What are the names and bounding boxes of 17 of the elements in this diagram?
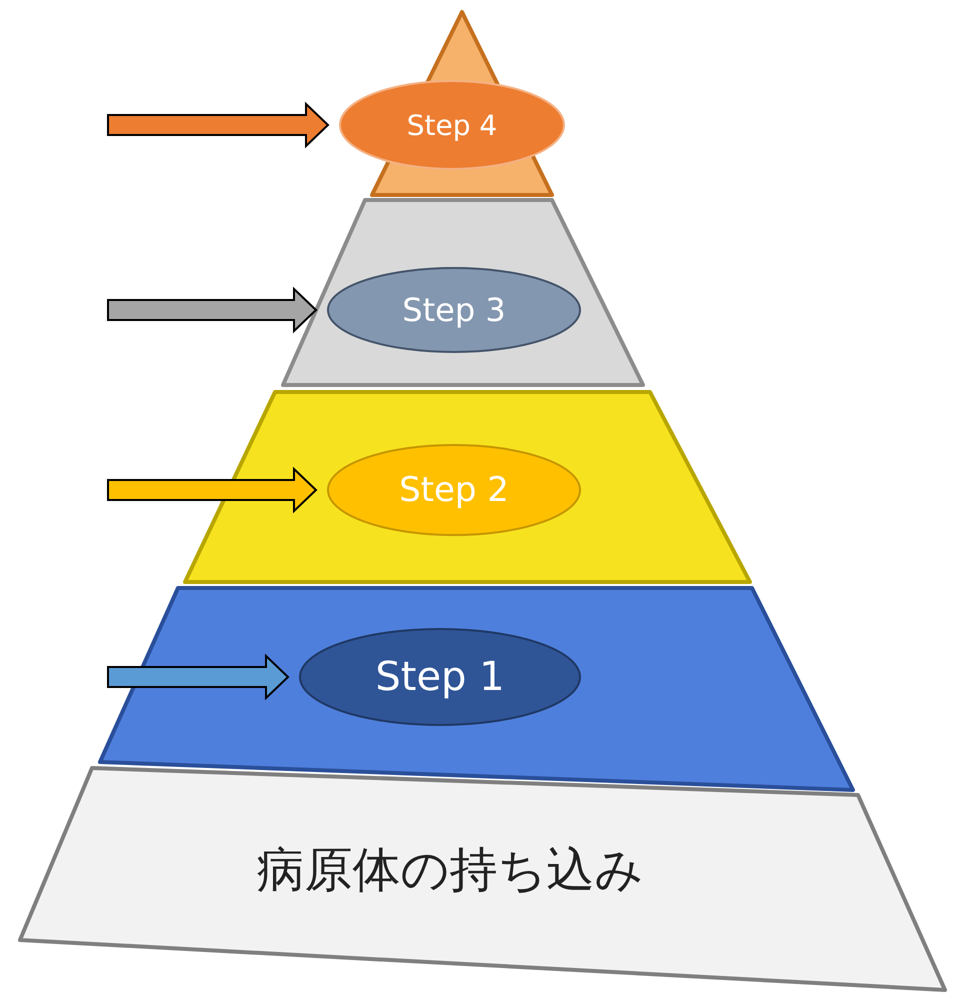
block-arrow xyxy=(107,286,318,334)
block-arrow xyxy=(107,102,330,148)
step-label: Step 1 xyxy=(375,654,505,700)
step-ellipse xyxy=(328,268,580,352)
step-ellipse xyxy=(340,81,564,169)
step-label: Step 3 xyxy=(402,291,506,329)
pyramid-tier xyxy=(283,200,643,385)
pyramid-tier xyxy=(185,392,750,582)
block-arrow xyxy=(107,654,290,700)
step-label: Step 2 xyxy=(399,470,509,510)
pyramid-base xyxy=(20,768,945,990)
step-label: Step 4 xyxy=(406,108,498,142)
step-ellipse xyxy=(328,445,580,535)
step-ellipse xyxy=(300,629,580,725)
pyramid-tier xyxy=(100,588,853,790)
tier-label: 病原体の持ち込み xyxy=(256,841,644,900)
block-arrow xyxy=(107,466,318,514)
